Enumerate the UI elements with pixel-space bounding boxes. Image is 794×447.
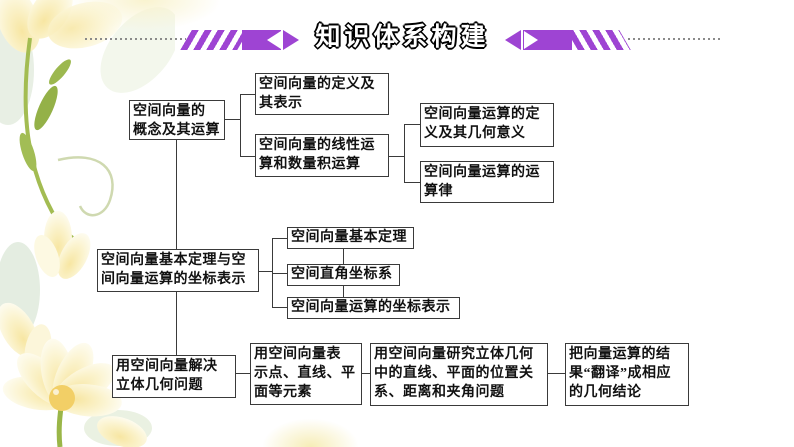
connector-line [362, 373, 370, 374]
connector-line [273, 273, 287, 274]
node-basic-theorem: 空间向量基本定理 [287, 227, 414, 249]
node-definition: 空间向量的定义及 其表示 [255, 73, 389, 115]
connector-line [404, 124, 405, 183]
node-translate-results: 把向量运算的结 果“翻译”成相应 的几何结论 [565, 343, 689, 406]
connector-line [225, 119, 240, 120]
node-represent-elements: 用空间向量表 示点、直线、平 面等元素 [250, 343, 362, 405]
connector-line [236, 373, 250, 374]
diamond-notch-left-icon [267, 31, 281, 49]
connector-line [176, 140, 177, 249]
connector-line [176, 292, 177, 355]
connector-line [259, 271, 272, 272]
connector-line [389, 156, 404, 157]
connector-line [548, 373, 565, 374]
diamond-notch-right-icon [524, 31, 538, 49]
page-header: 知识体系构建 [0, 0, 794, 60]
arrowhead-right-icon [283, 30, 299, 50]
node-ops-meaning: 空间向量运算的定 义及其几何意义 [420, 103, 554, 147]
connector-line [405, 124, 420, 125]
connector-line [272, 238, 273, 308]
dotted-line-right [628, 38, 720, 40]
arrowhead-left-icon [505, 30, 521, 50]
node-coord-system: 空间直角坐标系 [287, 264, 400, 286]
connector-line [405, 182, 420, 183]
connector-line [343, 286, 344, 297]
node-linear-ops: 空间向量的线性运 算和数量积运算 [255, 134, 389, 177]
node-coord-representation: 空间向量运算的坐标表示 [287, 297, 460, 319]
node-solve-solid-geometry: 用空间向量解决 立体几何问题 [112, 355, 236, 398]
connector-line [241, 156, 255, 157]
connector-line [273, 238, 287, 239]
node-study-relations: 用空间向量研究立体几何 中的直线、平面的位置关 系、距离和夹角问题 [370, 343, 548, 406]
stripe-ornament-right-icon [566, 30, 631, 50]
connector-line [241, 94, 255, 95]
stripe-ornament-left-icon [180, 30, 249, 50]
connector-line [273, 307, 287, 308]
dotted-line-left [85, 38, 186, 40]
node-ops-laws: 空间向量运算的运 算律 [420, 161, 554, 203]
connector-line [343, 249, 344, 264]
node-theorem-coords: 空间向量基本定理与空 间向量运算的坐标表示 [97, 249, 259, 292]
page-title: 知识体系构建 [315, 24, 490, 51]
node-concept: 空间向量的 概念及其运算 [129, 100, 225, 140]
connector-line [240, 94, 241, 157]
